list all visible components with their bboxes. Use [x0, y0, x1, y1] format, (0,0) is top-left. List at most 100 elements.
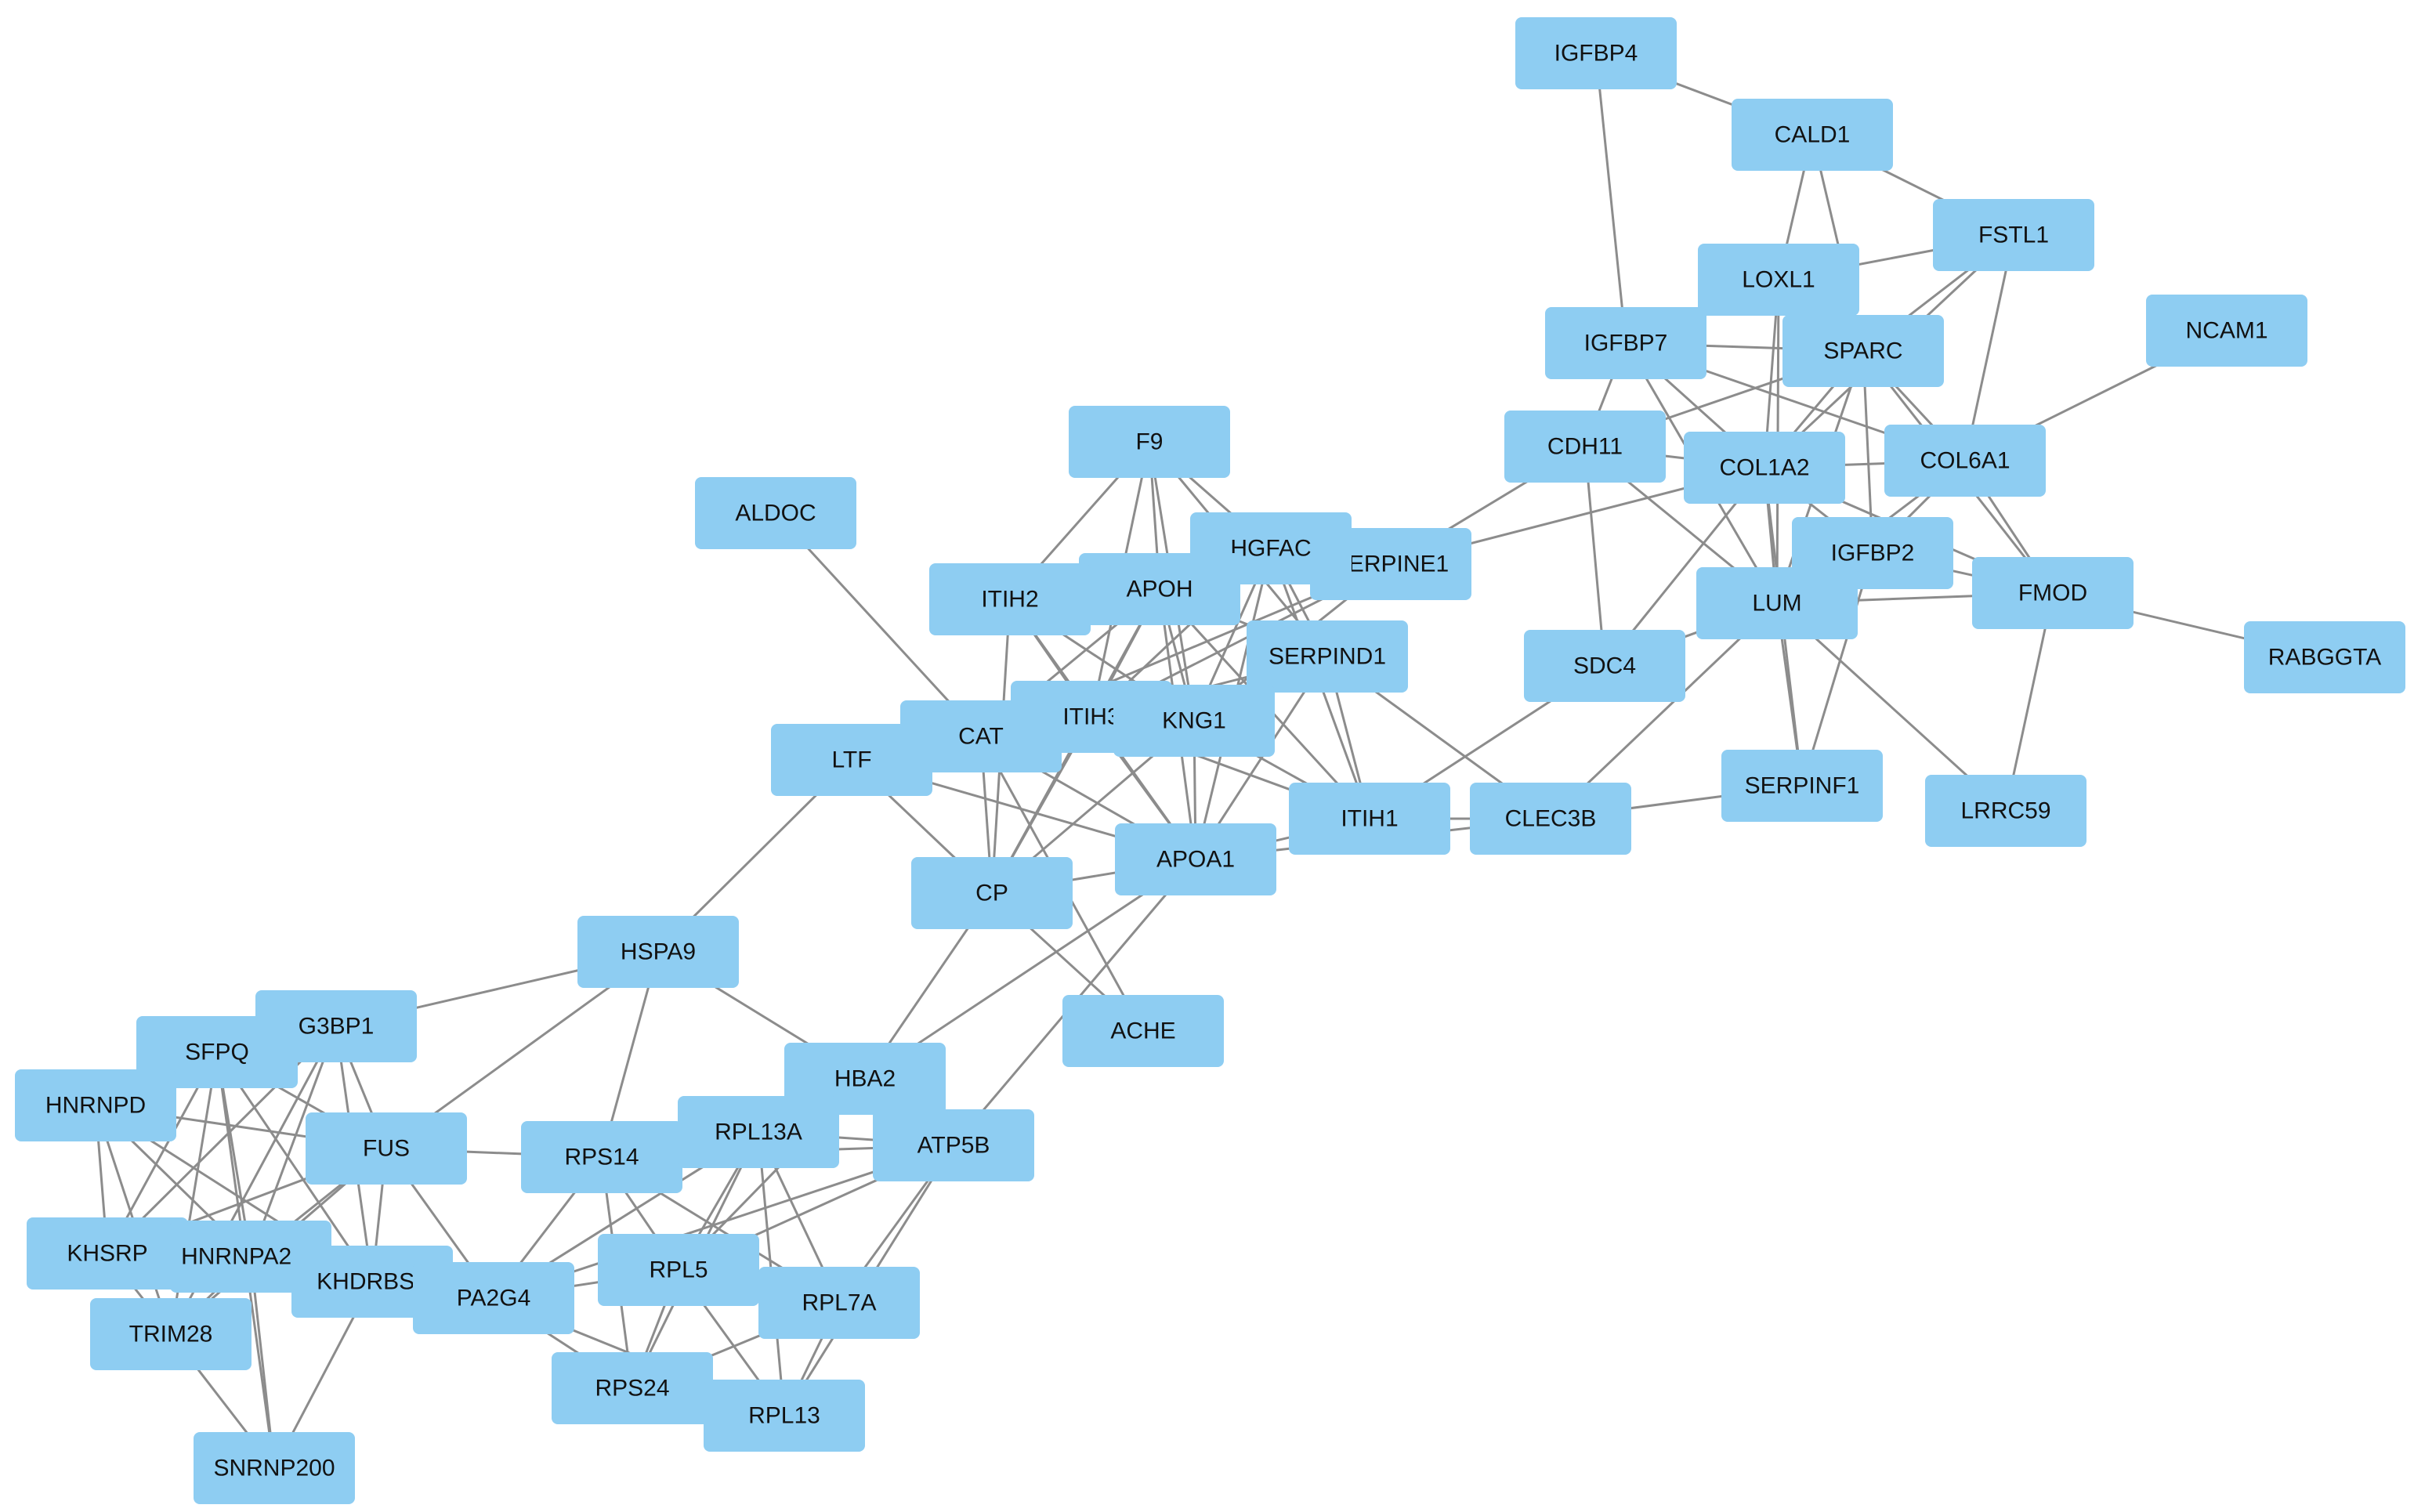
node-itih1[interactable]: ITIH1 [1289, 783, 1450, 855]
node-label: ITIH2 [981, 587, 1038, 613]
node-label: RABGGTA [2268, 645, 2381, 671]
node-label: HGFAC [1230, 536, 1311, 562]
node-lum[interactable]: LUM [1696, 567, 1858, 639]
node-kng1[interactable]: KNG1 [1113, 685, 1275, 757]
node-box [1289, 783, 1450, 855]
node-clec3b[interactable]: CLEC3B [1470, 783, 1631, 855]
node-f9[interactable]: F9 [1069, 406, 1230, 478]
node-aldoc[interactable]: ALDOC [695, 477, 856, 549]
node-box [1933, 199, 2094, 271]
node-itih2[interactable]: ITIH2 [929, 563, 1091, 635]
node-box [695, 477, 856, 549]
node-rabggta[interactable]: RABGGTA [2244, 621, 2405, 693]
node-box [413, 1262, 574, 1334]
node-cald1[interactable]: CALD1 [1732, 99, 1893, 171]
node-label: COL6A1 [1920, 448, 2010, 474]
node-box [1524, 630, 1685, 702]
node-box [291, 1246, 453, 1318]
node-rps14[interactable]: RPS14 [521, 1121, 682, 1193]
node-ltf[interactable]: LTF [771, 724, 932, 796]
node-ncam1[interactable]: NCAM1 [2146, 295, 2307, 367]
node-igfbp7[interactable]: IGFBP7 [1545, 307, 1706, 379]
node-box [1721, 750, 1883, 822]
node-rpl7a[interactable]: RPL7A [758, 1267, 920, 1339]
node-rpl5[interactable]: RPL5 [598, 1234, 759, 1306]
node-box [1545, 307, 1706, 379]
node-trim28[interactable]: TRIM28 [90, 1298, 252, 1370]
node-label: ACHE [1110, 1018, 1175, 1044]
node-box [1884, 425, 2046, 497]
node-khdrbs1[interactable]: KHDRBS1 [291, 1246, 453, 1318]
node-sfpq[interactable]: SFPQ [136, 1016, 298, 1088]
node-box [873, 1109, 1034, 1181]
node-label: SPARC [1823, 338, 1902, 364]
node-box [2244, 621, 2405, 693]
node-label: FSTL1 [1978, 222, 2049, 248]
node-atp5b[interactable]: ATP5B [873, 1109, 1034, 1181]
node-box [577, 916, 739, 988]
node-rpl13[interactable]: RPL13 [704, 1380, 865, 1452]
node-lrrc59[interactable]: LRRC59 [1925, 775, 2086, 847]
node-box [1782, 315, 1944, 387]
node-box [929, 563, 1091, 635]
node-label: LOXL1 [1742, 267, 1815, 293]
node-box [90, 1298, 252, 1370]
node-label: RPL7A [802, 1290, 876, 1316]
node-loxl1[interactable]: LOXL1 [1698, 244, 1859, 316]
node-col1a2[interactable]: COL1A2 [1684, 432, 1845, 504]
node-label: HBA2 [834, 1066, 896, 1092]
node-box [552, 1352, 713, 1424]
node-apoh[interactable]: APOH [1079, 553, 1240, 625]
node-label: ITIH3 [1062, 704, 1120, 730]
node-box [1069, 406, 1230, 478]
node-ache[interactable]: ACHE [1062, 995, 1224, 1067]
node-khsrp[interactable]: KHSRP [27, 1217, 188, 1290]
node-label: SERPINE1 [1333, 552, 1449, 577]
node-rps24[interactable]: RPS24 [552, 1352, 713, 1424]
node-label: HSPA9 [621, 939, 696, 965]
node-label: ALDOC [735, 501, 816, 526]
node-label: KNG1 [1162, 708, 1226, 734]
node-cat[interactable]: CAT [900, 700, 1062, 772]
node-cp[interactable]: CP [911, 857, 1073, 929]
node-label: CLEC3B [1505, 806, 1597, 832]
node-label: RPL5 [649, 1257, 708, 1283]
node-box [911, 857, 1073, 929]
node-rpl13a[interactable]: RPL13A [678, 1096, 839, 1168]
node-box [1698, 244, 1859, 316]
node-sparc[interactable]: SPARC [1782, 315, 1944, 387]
node-hspa9[interactable]: HSPA9 [577, 916, 739, 988]
node-label: CAT [958, 724, 1004, 750]
node-fus[interactable]: FUS [306, 1112, 467, 1185]
node-box [306, 1112, 467, 1185]
node-label: RPL13 [748, 1403, 820, 1429]
edge-g3bp1-khsrp [106, 1025, 338, 1255]
node-fmod[interactable]: FMOD [1972, 557, 2134, 629]
node-box [521, 1121, 682, 1193]
node-pa2g4[interactable]: PA2G4 [413, 1262, 574, 1334]
node-apoa1[interactable]: APOA1 [1115, 823, 1276, 895]
node-label: HNRNPD [45, 1093, 146, 1119]
edge-cdh11-sdc4 [1583, 446, 1606, 667]
node-box [1972, 557, 2134, 629]
node-cdh11[interactable]: CDH11 [1504, 411, 1666, 483]
edge-igfbp4-igfbp7 [1594, 52, 1627, 344]
node-col6a1[interactable]: COL6A1 [1884, 425, 2046, 497]
node-igfbp4[interactable]: IGFBP4 [1515, 17, 1677, 89]
node-label: NCAM1 [2185, 318, 2267, 344]
node-sdc4[interactable]: SDC4 [1524, 630, 1685, 702]
node-serpind1[interactable]: SERPIND1 [1247, 620, 1408, 693]
node-serpinf1[interactable]: SERPINF1 [1721, 750, 1883, 822]
node-fstl1[interactable]: FSTL1 [1933, 199, 2094, 271]
node-box [1113, 685, 1275, 757]
node-box [678, 1096, 839, 1168]
node-hnrnpd[interactable]: HNRNPD [15, 1069, 176, 1141]
node-box [1470, 783, 1631, 855]
node-box [1696, 567, 1858, 639]
node-label: ATP5B [917, 1133, 990, 1159]
node-snrnp200[interactable]: SNRNP200 [194, 1432, 355, 1504]
node-box [1062, 995, 1224, 1067]
node-box [1684, 432, 1845, 504]
